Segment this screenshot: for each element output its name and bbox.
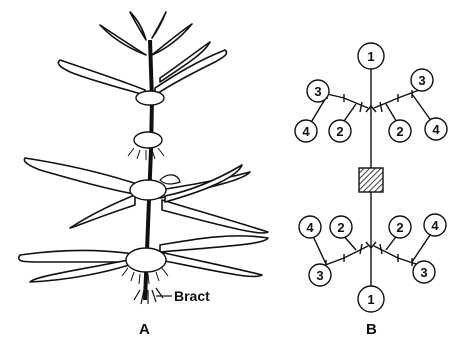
label-upper-right-mid: 2 [396,124,403,139]
leaf-middle-right2 [162,200,268,233]
flower-whorl [130,180,166,200]
label-upper-top: 1 [367,49,374,64]
label-upper-right-low: 4 [432,122,440,137]
lower-left-stalk-top [312,234,326,264]
flower-whorl [134,132,162,148]
whorl-spines [128,148,164,160]
label-upper-left-outer: 3 [314,84,321,99]
leaf-top-left [130,12,146,40]
label-lower-right-top: 4 [431,218,439,233]
leaf-middle-left2 [70,195,135,228]
panel-a-caption: A [139,321,150,338]
flower-whorl [126,248,166,272]
label-lower-left-outer: 3 [316,268,323,283]
whorl-flowers [160,175,180,184]
leaf-lower-right2 [160,252,262,277]
label-lower-left-top: 4 [306,220,314,235]
upper-right-stalk-low [412,94,432,122]
leaf-lower-right [160,236,268,252]
label-lower-right-outer: 3 [420,265,427,280]
plant-illustration [19,12,268,304]
label-lower-right-mid: 2 [396,220,403,235]
label-upper-right-outer: 3 [418,73,425,88]
leaf-top-right [152,12,166,38]
leaf-lower-left [19,250,140,262]
bract-label: Bract [174,288,210,304]
label-upper-left-mid: 2 [336,124,343,139]
leaf-middle-left [24,158,140,195]
label-lower-left-mid: 2 [337,220,344,235]
flower-whorl [136,91,164,105]
leaf-upper-left [58,60,145,95]
lower-right-stalk-top [412,232,432,262]
panel-b-caption: B [366,321,377,338]
label-lower-bottom: 1 [367,292,374,307]
axis-section-square [359,168,383,192]
bracteole-ticks [326,244,412,268]
label-upper-left-low: 4 [302,124,310,139]
